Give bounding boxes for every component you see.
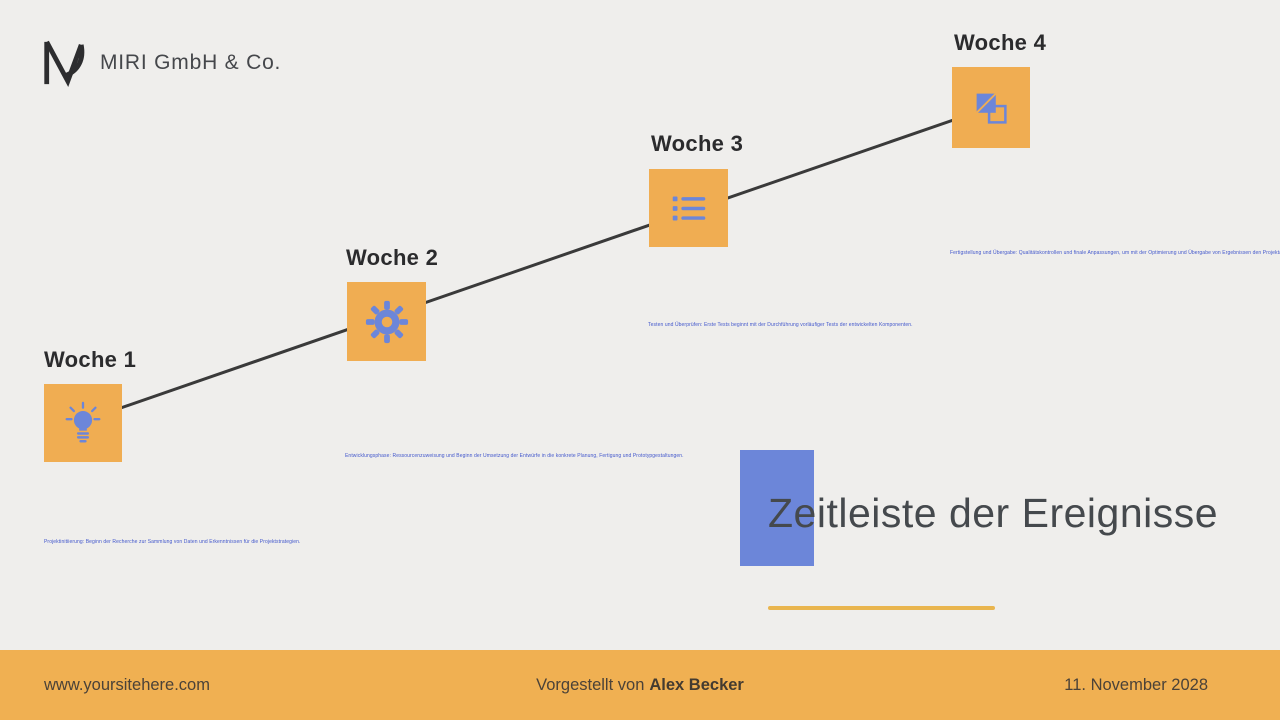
- footer-website: www.yoursitehere.com: [44, 675, 210, 694]
- milestone-3-description: Testen und Überprüfen: Erste Tests begin…: [648, 322, 913, 328]
- milestone-4-description: Fertigstellung und Übergabe: Qualitätsko…: [950, 250, 1280, 256]
- milestone-4-label: Woche 4: [954, 30, 1047, 55]
- milestone-2-marker: [347, 282, 426, 361]
- milestone-2-label: Woche 2: [346, 245, 439, 270]
- footer-date: 11. November 2028: [1064, 675, 1208, 694]
- footer-presented-by-label: Vorgestellt von: [536, 675, 645, 694]
- milestone-1-marker: [44, 384, 122, 462]
- milestone-2-description: Entwicklungsphase: Ressourcenzuweisung u…: [345, 453, 684, 459]
- milestone-4-marker: [952, 67, 1030, 148]
- gear-icon: [365, 300, 408, 343]
- copy-squares-icon: [975, 92, 1007, 124]
- list-icon: [672, 196, 705, 221]
- milestone-1-description: Projektinitiierung: Beginn der Recherche…: [44, 539, 301, 545]
- page-title: Zeitleiste der Ereignisse: [768, 490, 1219, 536]
- lightbulb-icon: [65, 401, 101, 443]
- milestone-3-label: Woche 3: [651, 131, 744, 156]
- company-logo: MIRI GmbH & Co.: [40, 38, 281, 88]
- m-monogram-icon: [44, 40, 85, 88]
- company-name: MIRI GmbH & Co.: [100, 51, 282, 74]
- milestone-3-marker: [649, 169, 728, 247]
- footer-presenter: Vorgestellt von Alex Becker: [0, 650, 1280, 720]
- footer-presenter-name: Alex Becker: [649, 675, 744, 694]
- title-underline: [768, 606, 995, 610]
- title-accent-rect: [740, 450, 814, 566]
- footer-bar: www.yoursitehere.com Vorgestellt von Ale…: [0, 650, 1280, 720]
- milestone-1-label: Woche 1: [44, 347, 137, 372]
